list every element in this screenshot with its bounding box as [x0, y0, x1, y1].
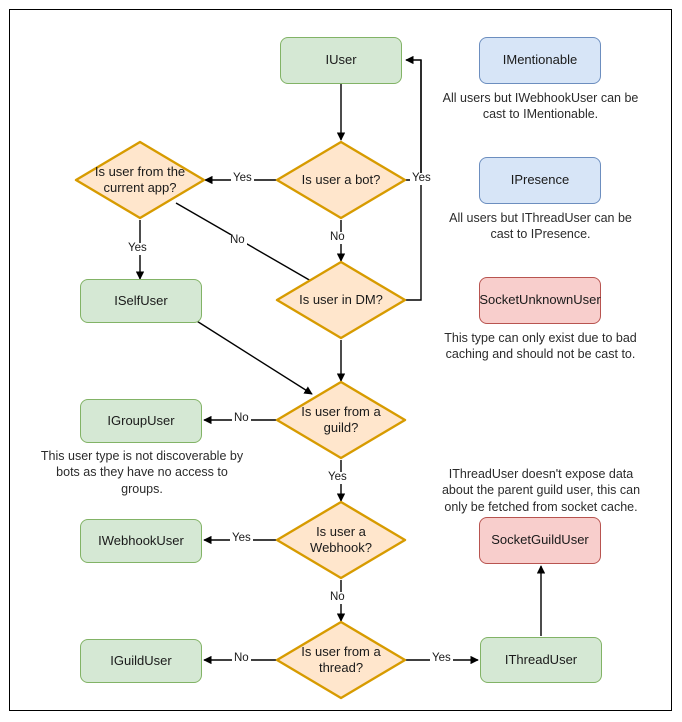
note-ipresence: All users but IThreadUser can be cast to…	[438, 210, 643, 243]
edge-label-currentapp-no: No	[228, 234, 247, 247]
node-socketunknownuser-label: SocketUnknownUser	[479, 292, 601, 308]
decision-is-user-from-current-app[interactable]: Is user from the current app?	[74, 140, 206, 220]
node-ipresence-label: IPresence	[510, 172, 570, 188]
diamond-shape	[275, 260, 407, 340]
node-socketunknownuser[interactable]: SocketUnknownUser	[479, 277, 601, 324]
node-imentionable[interactable]: IMentionable	[479, 37, 601, 84]
edge-label-isbot-to-currentapp: Yes	[231, 172, 254, 185]
node-igroupuser[interactable]: IGroupUser	[80, 399, 202, 443]
edge-label-isbot-no: No	[328, 231, 347, 244]
note-imentionable: All users but IWebhookUser can be cast t…	[438, 90, 643, 123]
edge-label-iswebhook-yes: Yes	[230, 532, 253, 545]
decision-is-user-from-current-app-label: Is user from the current app?	[94, 163, 186, 195]
decision-is-user-from-guild-label: Is user from a guild?	[301, 403, 381, 435]
decision-is-user-a-bot[interactable]: Is user a bot?	[275, 140, 407, 220]
note-socketunknownuser: This type can only exist due to bad cach…	[436, 330, 645, 363]
note-socketunknownuser-text: This type can only exist due to bad cach…	[444, 331, 637, 362]
note-igroupuser: This user type is not discoverable by bo…	[38, 448, 246, 497]
diamond-shape	[275, 140, 407, 220]
node-socketguilduser-label: SocketGuildUser	[491, 532, 589, 548]
decision-is-user-in-dm-label: Is user in DM?	[299, 291, 383, 307]
node-iselfuser[interactable]: ISelfUser	[80, 279, 202, 323]
note-socketguilduser: IThreadUser doesn't expose data about th…	[434, 466, 648, 515]
node-iwebhookuser[interactable]: IWebhookUser	[80, 519, 202, 563]
diamond-shape	[275, 500, 407, 580]
edge-label-isfromguild-yes: Yes	[326, 471, 349, 484]
diamond-shape	[74, 140, 206, 220]
node-imentionable-label: IMentionable	[502, 52, 578, 68]
node-ithreaduser-label: IThreadUser	[504, 651, 578, 667]
node-ipresence[interactable]: IPresence	[479, 157, 601, 204]
node-iuser-label: IUser	[325, 52, 357, 68]
node-iwebhookuser-label: IWebhookUser	[98, 532, 184, 548]
diamond-shape	[275, 620, 407, 700]
edge-label-currentapp-yes: Yes	[126, 242, 149, 255]
edge-label-isfromguild-no: No	[232, 412, 251, 425]
decision-is-user-a-webhook-label: Is user a Webhook?	[310, 523, 372, 555]
node-iguilduser-label: IGuildUser	[110, 652, 172, 668]
edge-label-isbot-yes-to-iuser: Yes	[410, 172, 433, 185]
decision-is-user-a-webhook[interactable]: Is user a Webhook?	[275, 500, 407, 580]
edge-label-iswebhook-no: No	[328, 591, 347, 604]
note-socketguilduser-text: IThreadUser doesn't expose data about th…	[441, 467, 641, 514]
edge-label-isfromthread-yes: Yes	[430, 652, 453, 665]
decision-is-user-a-bot-label: Is user a bot?	[301, 171, 381, 187]
node-igroupuser-label: IGroupUser	[107, 412, 175, 428]
decision-is-user-from-thread[interactable]: Is user from a thread?	[275, 620, 407, 700]
decision-is-user-in-dm[interactable]: Is user in DM?	[275, 260, 407, 340]
node-ithreaduser[interactable]: IThreadUser	[480, 637, 602, 683]
diamond-shape	[275, 380, 407, 460]
node-iguilduser[interactable]: IGuildUser	[80, 639, 202, 683]
node-socketguilduser[interactable]: SocketGuildUser	[479, 517, 601, 564]
node-iuser[interactable]: IUser	[280, 37, 402, 84]
note-igroupuser-text: This user type is not discoverable by bo…	[40, 449, 244, 496]
note-imentionable-text: All users but IWebhookUser can be cast t…	[442, 91, 639, 122]
edge-label-isfromthread-no: No	[232, 652, 251, 665]
decision-is-user-from-thread-label: Is user from a thread?	[301, 643, 381, 675]
note-ipresence-text: All users but IThreadUser can be cast to…	[449, 211, 632, 242]
decision-is-user-from-guild[interactable]: Is user from a guild?	[275, 380, 407, 460]
node-iselfuser-label: ISelfUser	[114, 292, 168, 308]
